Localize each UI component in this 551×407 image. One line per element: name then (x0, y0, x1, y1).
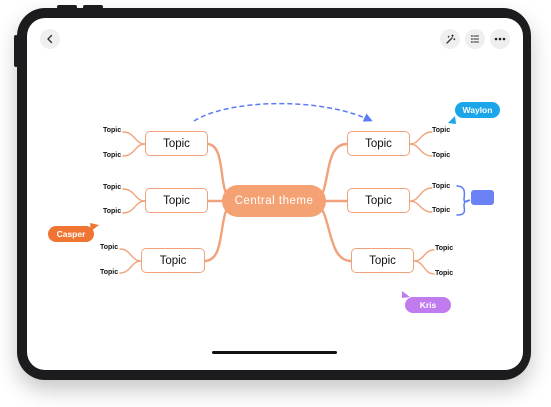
topic-right-3[interactable]: Topic (351, 248, 414, 273)
topic-right-1[interactable]: Topic (347, 131, 410, 156)
sub-branch-line (409, 131, 433, 145)
summary-node (471, 190, 494, 205)
subtopic-left-3a[interactable]: Topic (100, 244, 119, 251)
sub-branch-line (413, 260, 435, 275)
list-icon (470, 35, 480, 43)
summary-brace (456, 185, 471, 216)
subtopic-right-3a[interactable]: Topic (435, 245, 454, 252)
sub-branch-line (122, 188, 146, 202)
collaborator-tag-waylon: Waylon (455, 102, 500, 118)
sub-branch-line (122, 131, 146, 145)
sub-branch-line (409, 187, 433, 202)
subtopic-left-2b[interactable]: Topic (103, 208, 122, 215)
topic-right-2[interactable]: Topic (347, 188, 410, 213)
device-side-button-top-2 (83, 5, 103, 9)
device-side-button-left (14, 35, 18, 67)
sub-branch-line (413, 249, 435, 262)
sub-branch-line (409, 143, 433, 157)
sub-branch-line (122, 143, 146, 157)
more-button[interactable] (490, 29, 510, 49)
subtopic-left-1a[interactable]: Topic (103, 127, 122, 134)
subtopic-right-1b[interactable]: Topic (432, 152, 451, 159)
collaborator-tag-kris: Kris (405, 297, 451, 313)
device-side-button-top (57, 5, 77, 9)
magic-wand-button[interactable] (440, 29, 460, 49)
magic-wand-icon (445, 34, 455, 44)
chevron-left-icon (47, 34, 53, 44)
sub-branch-line (119, 260, 142, 274)
subtopic-right-2a[interactable]: Topic (432, 183, 451, 190)
subtopic-right-2b[interactable]: Topic (432, 207, 451, 214)
collaborator-tag-casper: Casper (48, 226, 94, 242)
more-dots-icon (494, 37, 506, 41)
sub-branch-line (409, 200, 433, 213)
outline-button[interactable] (465, 29, 485, 49)
back-button[interactable] (40, 29, 60, 49)
relationship-arrow (193, 102, 373, 122)
cursor-waylon-icon (448, 116, 456, 124)
topic-left-3[interactable]: Topic (141, 248, 205, 273)
app-screen: Central theme Topic Topic Topic Topic To… (27, 18, 523, 370)
central-topic[interactable]: Central theme (222, 185, 326, 217)
sub-branch-line (119, 248, 142, 262)
subtopic-right-1a[interactable]: Topic (432, 127, 451, 134)
topic-left-2[interactable]: Topic (145, 188, 208, 213)
subtopic-left-2a[interactable]: Topic (103, 184, 122, 191)
cursor-kris-icon (402, 291, 410, 298)
subtopic-right-3b[interactable]: Topic (435, 270, 454, 277)
subtopic-left-1b[interactable]: Topic (103, 152, 122, 159)
home-indicator[interactable] (212, 351, 337, 354)
sub-branch-line (122, 200, 146, 214)
subtopic-left-3b[interactable]: Topic (100, 269, 119, 276)
topic-left-1[interactable]: Topic (145, 131, 208, 156)
